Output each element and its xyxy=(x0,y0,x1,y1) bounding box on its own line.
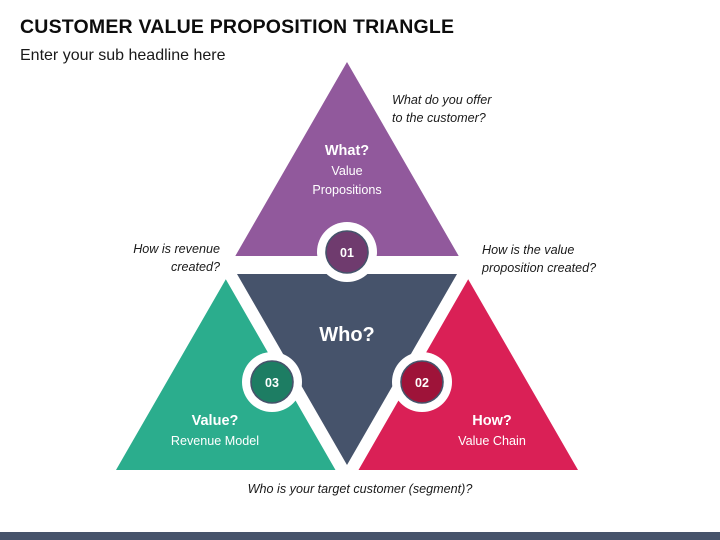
badge-02[interactable]: 02 xyxy=(400,360,444,404)
what-subtitle-line1: Value xyxy=(331,164,362,178)
value-triangle-shape[interactable] xyxy=(116,272,344,470)
badge-01-circle[interactable] xyxy=(325,230,369,274)
badge-03-circle[interactable] xyxy=(250,360,294,404)
what-subtitle-line2: Propositions xyxy=(312,183,381,197)
how-triangle-shape[interactable] xyxy=(350,272,578,470)
how-heading: How? xyxy=(472,413,512,429)
callout-how: How is the value proposition created? xyxy=(482,243,597,275)
callout-value: How is revenue created? xyxy=(133,242,220,274)
who-heading: Who? xyxy=(319,324,375,346)
segment-what[interactable]: What? Value Propositions xyxy=(233,62,461,260)
badge-03[interactable]: 03 xyxy=(250,360,294,404)
who-triangle-shape[interactable] xyxy=(237,274,457,465)
how-subtitle-line1: Value Chain xyxy=(458,434,526,448)
badge-01-label: 01 xyxy=(340,246,354,260)
badge-02-label: 02 xyxy=(415,376,429,390)
badge-02-circle[interactable] xyxy=(400,360,444,404)
segment-who[interactable]: Who? xyxy=(237,274,457,465)
segment-how[interactable]: How? Value Chain xyxy=(350,272,578,470)
badge-01[interactable]: 01 xyxy=(325,230,369,274)
callout-who: Who is your target customer (segment)? xyxy=(247,482,473,496)
value-subtitle-line1: Revenue Model xyxy=(171,434,259,448)
what-heading: What? xyxy=(325,143,369,159)
callout-what: What do you offer to the customer? xyxy=(392,93,492,125)
segment-value[interactable]: Value? Revenue Model xyxy=(116,272,344,470)
value-heading: Value? xyxy=(192,413,239,429)
footer-accent-bar xyxy=(0,532,720,540)
badge-03-label: 03 xyxy=(265,376,279,390)
page-subtitle: Enter your sub headline here xyxy=(20,47,226,64)
page-title: CUSTOMER VALUE PROPOSITION TRIANGLE xyxy=(20,16,455,38)
what-triangle-shape[interactable] xyxy=(233,62,461,260)
